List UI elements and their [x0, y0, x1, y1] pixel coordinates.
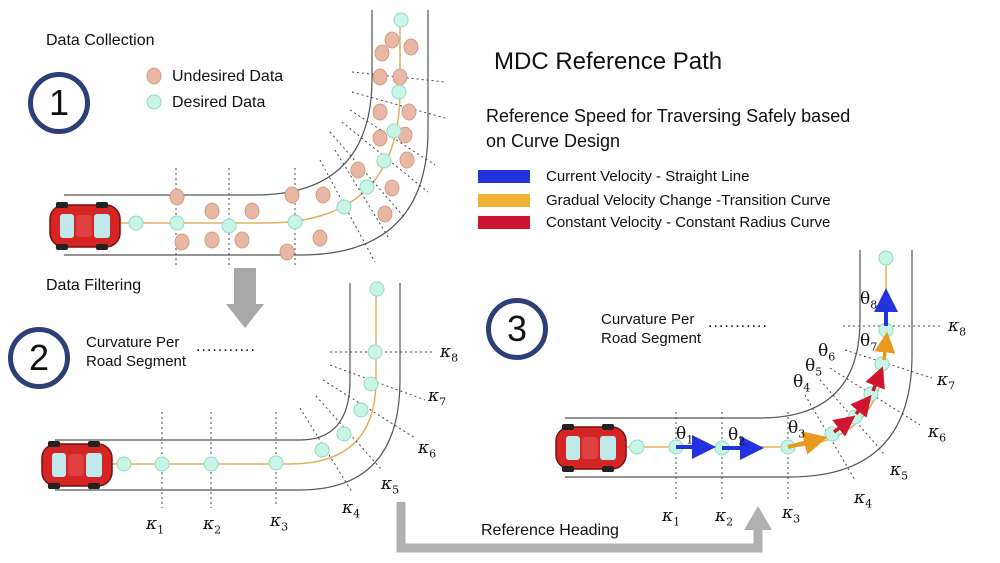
legend-label-yellow: Gradual Velocity Change -Transition Curv…: [546, 192, 831, 209]
legend-swatch-blue: [478, 170, 530, 183]
panel3-curvature-line2: Road Segment: [601, 330, 702, 347]
panel3-kappa-5: κ5: [890, 460, 909, 483]
legend-swatch-red: [478, 216, 530, 229]
subtitle-line1: Reference Speed for Traversing Safely ba…: [486, 106, 851, 126]
panel1-label: Data Collection: [46, 32, 155, 49]
panel3-kappa-1: κ1: [662, 506, 681, 529]
legend-label-red: Constant Velocity - Constant Radius Curv…: [546, 214, 831, 231]
theta3-arrow: [787, 431, 828, 455]
panel2-kappa-5: κ5: [381, 474, 400, 497]
panel3-kappa-4: κ4: [854, 488, 873, 511]
step-badge-3: 3: [486, 298, 548, 360]
legend-markers: [146, 67, 162, 110]
step-badge-1: 1: [28, 72, 90, 134]
theta6-arrow: [865, 366, 885, 392]
theta4-arrow: [832, 415, 856, 437]
down-flow-arrow: [226, 268, 264, 328]
panel3-kappa-8: κ8: [948, 316, 967, 339]
panel2-label: Data Filtering: [46, 277, 142, 294]
panel2-curvature-line1: Curvature Per: [86, 334, 180, 351]
heading-arrows: [676, 288, 898, 460]
subtitle-line2: on Curve Design: [486, 131, 621, 151]
reference-heading-label: Reference Heading: [481, 522, 619, 539]
panel3-theta-2: θ2: [728, 425, 746, 448]
panel2-kappa-2: κ2: [203, 514, 222, 537]
panel1-undesired-points: [169, 31, 419, 261]
panel2-curvature-line2: Road Segment: [86, 353, 187, 370]
panel2-kappa-6: κ6: [418, 438, 437, 461]
panel2-dots: ...........: [196, 338, 256, 355]
panel3-theta-3: θ3: [788, 418, 806, 441]
panel3-theta-6: θ6: [818, 341, 836, 364]
panel3-kappa-3: κ3: [782, 503, 801, 526]
panel2-road: [55, 283, 401, 491]
panel2-kappa-3: κ3: [270, 511, 289, 534]
legend-swatch-yellow: [478, 194, 530, 207]
panel3-dots: ...........: [708, 314, 768, 331]
legend-swatches: [478, 170, 530, 229]
legend-label-blue: Current Velocity - Straight Line: [546, 168, 750, 185]
panel3-kappa-7: κ7: [937, 370, 956, 393]
theta5-arrow: [850, 394, 872, 418]
panel2-car: [41, 440, 113, 490]
panel1-car: [49, 201, 121, 251]
panel3-points: [629, 250, 894, 456]
panel2-kappa-1: κ1: [146, 514, 165, 537]
panel2-kappa-4: κ4: [342, 498, 361, 521]
panel3-curvature-line1: Curvature Per: [601, 311, 695, 328]
panel3-theta-7: θ7: [860, 331, 878, 354]
panel2-kappa-7: κ7: [428, 386, 447, 409]
theta7-arrow: [874, 331, 896, 361]
panel3-theta-4: θ4: [793, 372, 811, 395]
panel2-points: [116, 281, 385, 472]
panel3-kappa-6: κ6: [928, 422, 947, 445]
reference-heading-arrow: [396, 502, 772, 553]
panel1-desired-points: [128, 12, 409, 234]
panel3-kappa-2: κ2: [715, 506, 734, 529]
panel2-kappa-8: κ8: [440, 342, 459, 365]
panel3-theta-8: θ8: [860, 289, 878, 312]
legend-desired-label: Desired Data: [172, 94, 266, 111]
panel3-car: [555, 423, 627, 473]
step-badge-2: 2: [8, 327, 70, 389]
page-title: MDC Reference Path: [494, 48, 723, 75]
panel3-theta-1: θ1: [676, 424, 694, 447]
panel3-theta-5: θ5: [805, 356, 823, 379]
legend-undesired-label: Undesired Data: [172, 68, 284, 85]
